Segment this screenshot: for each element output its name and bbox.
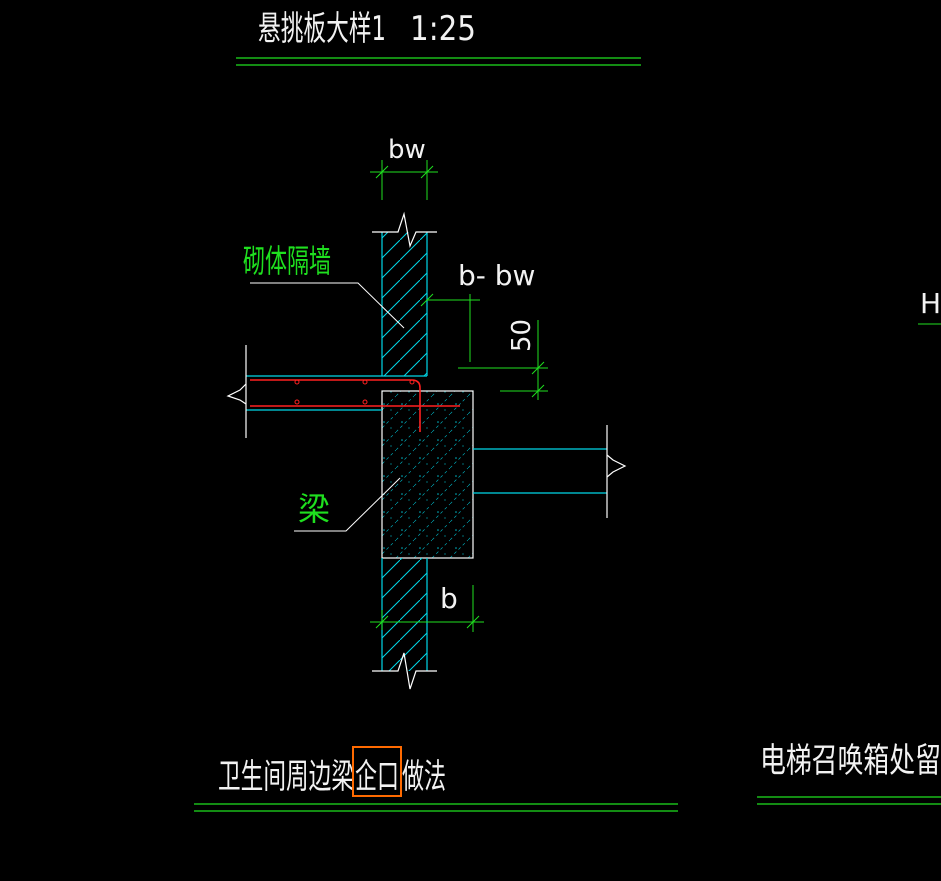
bottom-title-suffix: 做法 <box>402 757 446 797</box>
label-beam: 梁 <box>298 490 330 528</box>
right-title-group: 电梯召唤箱处留 <box>757 741 941 805</box>
right-slab <box>473 425 627 518</box>
lower-masonry-wall <box>372 558 437 690</box>
dimension-bw <box>370 160 438 200</box>
slab-break-left <box>226 383 247 405</box>
label-50: 50 <box>507 319 537 352</box>
right-edge-letter: H <box>920 287 941 320</box>
dimension-b-minus-bw <box>420 293 480 362</box>
left-slab <box>226 345 427 438</box>
label-b: b <box>440 582 458 615</box>
label-b-minus-bw: b- bw <box>458 259 535 292</box>
slab-break-right <box>606 454 627 478</box>
beam-section <box>381 390 474 559</box>
highlight-box[interactable] <box>352 746 402 797</box>
label-masonry-wall: 砌体隔墙 <box>243 242 331 280</box>
upper-masonry-wall <box>372 211 437 376</box>
label-bw: bw <box>388 135 426 165</box>
dimension-b <box>370 585 484 632</box>
wall-break-top <box>372 211 437 249</box>
wall-break-bottom <box>372 652 437 690</box>
bottom-title-highlight: 企口 <box>355 757 399 797</box>
rebar <box>250 379 460 432</box>
top-title-scale: 1:25 <box>410 9 476 49</box>
top-title: 悬挑板大样1 <box>258 9 386 49</box>
right-title: 电梯召唤箱处留 <box>760 741 941 781</box>
leader-masonry-wall <box>250 282 405 329</box>
leader-beam <box>294 477 401 532</box>
bottom-title-group: 卫生间周边梁 企口 做法 <box>194 746 678 812</box>
dimension-50 <box>458 320 548 400</box>
top-title-group: 悬挑板大样1 1:25 <box>236 9 641 66</box>
bottom-title-prefix: 卫生间周边梁 <box>218 757 354 797</box>
